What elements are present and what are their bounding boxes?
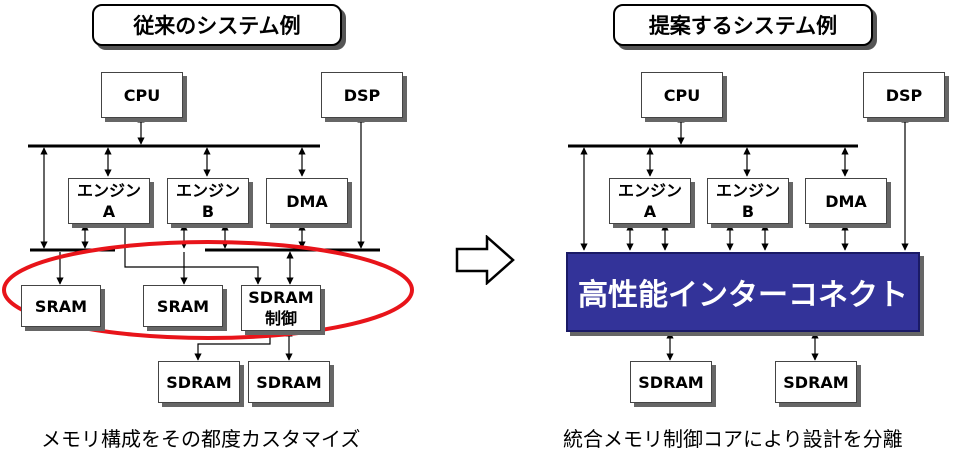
left-sram-box-1: SRAM (21, 285, 101, 327)
left-dsp-box: DSP (321, 72, 403, 118)
left-engine-a-box: エンジン A (68, 178, 150, 224)
right-cpu-box: CPU (641, 72, 723, 118)
right-engine-a-box: エンジン A (609, 178, 691, 224)
right-dsp-box: DSP (863, 72, 945, 118)
right-engine-b-box: エンジン B (707, 178, 789, 224)
left-engine-b-box: エンジン B (167, 178, 249, 224)
right-arrow-icon (455, 235, 515, 285)
right-sdram-box-2: SDRAM (775, 361, 857, 403)
left-caption: メモリ構成をその都度カスタマイズ (41, 427, 361, 451)
highlight-ellipse (2, 240, 414, 340)
left-title: 従来のシステム例 (92, 4, 342, 46)
right-title: 提案するシステム例 (613, 4, 873, 46)
left-sram-box-2: SRAM (143, 285, 223, 327)
left-sdram-ctrl-box: SDRAM 制御 (241, 285, 321, 331)
right-dma-box: DMA (805, 178, 887, 224)
left-sdram-box-1: SDRAM (158, 361, 240, 403)
interconnect-block: 高性能インターコネクト (566, 252, 920, 332)
right-caption: 統合メモリ制御コアにより設計を分離 (563, 427, 903, 451)
right-sdram-box-1: SDRAM (630, 361, 712, 403)
left-cpu-box: CPU (101, 72, 183, 118)
left-dma-box: DMA (266, 178, 348, 224)
left-sdram-box-2: SDRAM (248, 361, 330, 403)
